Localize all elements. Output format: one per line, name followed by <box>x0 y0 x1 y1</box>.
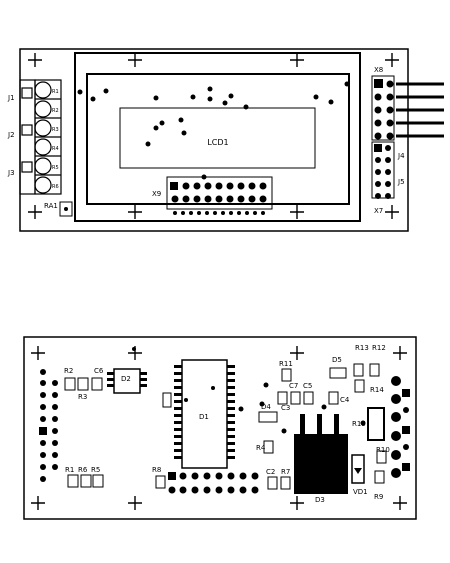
connector-label-j1: J1 <box>7 94 15 102</box>
component-label-c7: C7 <box>289 382 298 390</box>
right-pad-column <box>391 376 410 478</box>
component-label-d2: D2 <box>121 375 131 383</box>
connector-label-j2: J2 <box>7 131 15 139</box>
component-label-r10: R10 <box>376 446 390 454</box>
d1-chip <box>162 359 235 469</box>
component-label-r11: R11 <box>279 360 293 368</box>
connector-label-x7: X7 <box>374 207 383 215</box>
connector-label-x8: X8 <box>374 66 383 74</box>
connector-label-j3: J3 <box>7 169 15 177</box>
component-label-r7: R7 <box>281 468 290 476</box>
component-label-ra1: RA1 <box>44 202 58 210</box>
component-label-r15: R15 <box>352 420 366 428</box>
component-label-r2: R2 <box>64 367 73 375</box>
component-label-r13: R13 <box>355 344 369 352</box>
resistor-label: R4 <box>52 146 59 152</box>
r15-part <box>367 407 385 441</box>
component-label-c4: C4 <box>340 396 350 404</box>
bottom-vias <box>132 347 366 434</box>
component-label-vd1: VD1 <box>353 488 368 496</box>
top-vias <box>77 81 350 180</box>
component-label-c2: C2 <box>266 468 275 476</box>
left-connector-block <box>19 79 62 195</box>
resistor-label: R1 <box>52 89 59 95</box>
lcd-window <box>119 107 316 169</box>
component-label-d5: D5 <box>332 356 342 364</box>
component-label-c5: C5 <box>303 382 312 390</box>
d4-part <box>258 411 278 423</box>
component-label-r9: R9 <box>374 493 383 501</box>
component-label-r12: R12 <box>372 344 386 352</box>
connector-label-x9: X9 <box>152 190 161 198</box>
component-label-d1: D1 <box>199 413 209 421</box>
component-label-r8: R8 <box>152 466 161 474</box>
resistor-label: R5 <box>52 165 59 171</box>
ra1-component <box>59 201 73 217</box>
x9-header: X9 <box>152 176 273 215</box>
component-label-d4: D4 <box>261 403 271 411</box>
bottom-header <box>168 472 259 494</box>
bottom-mount-crosses <box>31 346 407 510</box>
component-label-r1: R1 <box>65 466 74 474</box>
right-header: X8 J4 J5 X7 <box>371 66 444 215</box>
component-label-c6: C6 <box>94 367 104 375</box>
smd-parts <box>64 363 387 490</box>
d3-regulator <box>294 414 348 494</box>
d2-chip <box>107 368 147 394</box>
component-label-r14: R14 <box>370 386 384 394</box>
resistor-label: R6 <box>52 184 59 190</box>
bottom-board-outline <box>23 336 417 520</box>
vd1-part <box>351 454 365 484</box>
connector-label-j4: J4 <box>397 152 405 160</box>
vd1-diode-symbol <box>354 468 362 474</box>
component-label-d3: D3 <box>315 496 325 504</box>
resistor-label: R3 <box>52 127 59 133</box>
component-label-r6: R6 <box>78 466 88 474</box>
top-mount-crosses <box>28 53 399 219</box>
component-label-r5: R5 <box>91 466 100 474</box>
lcd-label: LCD1 <box>207 138 228 147</box>
top-board: LCD1 J1 J2 J3 R1 R2 R3 R4 R5 R6 <box>7 48 444 232</box>
lcd-frame <box>86 73 350 205</box>
lcd-bezel <box>74 52 361 222</box>
d5-part <box>329 367 347 379</box>
left-pad-column <box>39 369 58 482</box>
ra1-pad <box>64 207 68 211</box>
component-label-r4: R4 <box>256 444 266 452</box>
component-label-c3: C3 <box>281 404 290 412</box>
component-label-r3: R3 <box>78 393 87 401</box>
connector-label-j5: J5 <box>397 178 405 186</box>
resistor-label: R2 <box>52 108 59 114</box>
